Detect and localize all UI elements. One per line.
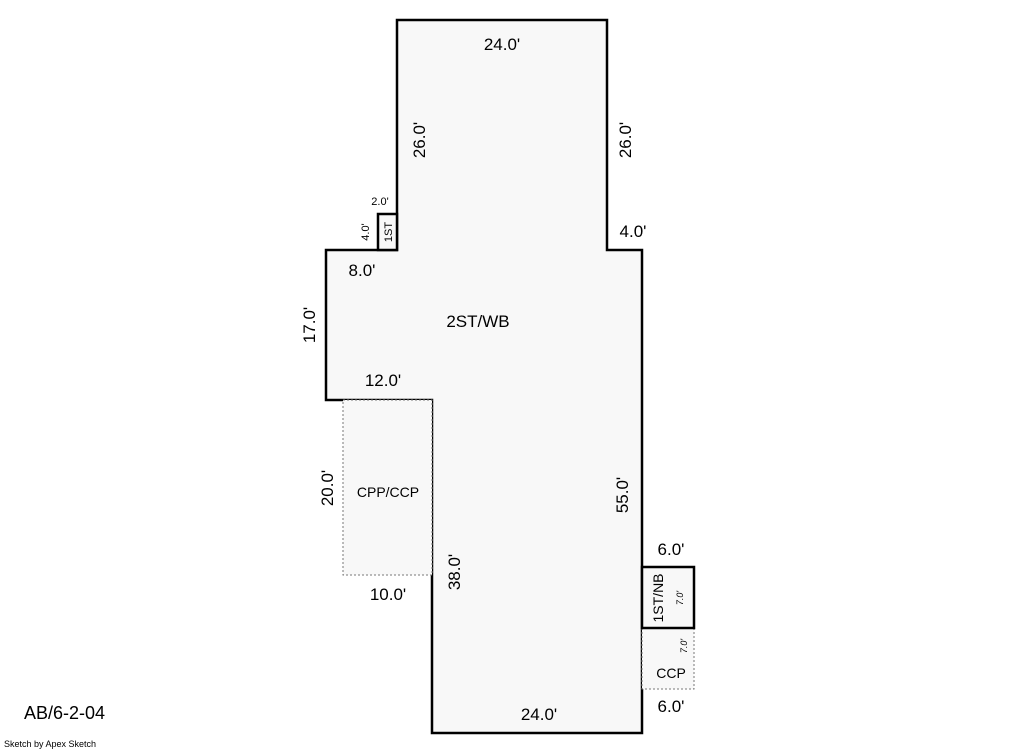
dim-left-mid: 17.0' [300, 307, 319, 343]
small-1st-label: 1ST [383, 222, 395, 242]
small-1st-width: 2.0' [371, 196, 388, 208]
ccp-width: 6.0' [658, 697, 685, 716]
dim-top: 24.0' [484, 35, 520, 54]
dim-step-left-bottom: 12.0' [365, 371, 401, 390]
nb-area-outline [640, 565, 696, 630]
cpp-width: 10.0' [370, 585, 406, 604]
ccp-height: 7.0' [679, 639, 689, 654]
sketch-credit: Sketch by Apex Sketch [4, 739, 97, 749]
dim-step-left-top: 8.0' [349, 261, 376, 280]
main-area-label: 2ST/WB [446, 312, 509, 331]
dim-step-right: 4.0' [620, 222, 647, 241]
dim-bottom: 24.0' [521, 705, 557, 724]
cpp-height: 20.0' [318, 470, 337, 506]
main-area-outline [324, 18, 644, 735]
small-1st-height: 4.0' [360, 223, 372, 240]
ccp-label: CCP [656, 665, 686, 681]
nb-label: 1ST/NB [650, 573, 666, 622]
dim-right-long: 55.0' [613, 477, 632, 513]
cpp-label: CPP/CCP [357, 484, 419, 500]
small-1st-outline [376, 212, 399, 252]
nb-height: 7.0' [675, 591, 685, 606]
nb-width: 6.0' [658, 540, 685, 559]
dim-inner-left: 38.0' [445, 554, 464, 590]
dim-right-upper: 26.0' [616, 122, 635, 158]
dim-left-upper: 26.0' [410, 122, 429, 158]
sketch-id-label: AB/6-2-04 [24, 703, 106, 723]
cpp-area-outline [342, 399, 433, 576]
